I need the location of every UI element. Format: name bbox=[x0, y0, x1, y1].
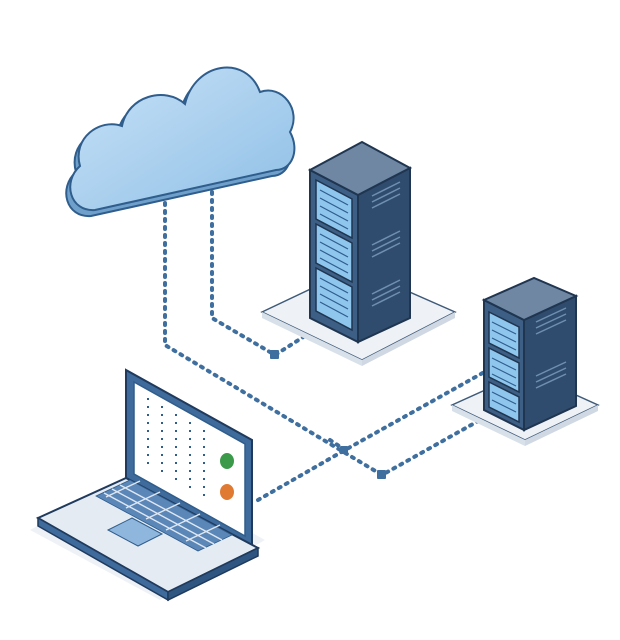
status-dot-green bbox=[220, 453, 234, 469]
laptop-screen bbox=[133, 380, 246, 538]
laptop-icon bbox=[30, 368, 265, 602]
connector-cloud-to-server-large bbox=[210, 158, 332, 358]
connector-nodes bbox=[270, 350, 386, 479]
laptop-keys bbox=[103, 480, 223, 549]
laptop-touchpad bbox=[106, 517, 164, 547]
server-small bbox=[450, 276, 600, 446]
server-small-vents bbox=[535, 307, 567, 389]
connector-node bbox=[340, 446, 348, 454]
cloud-icon bbox=[65, 66, 296, 218]
server-large-drive-bays bbox=[315, 178, 353, 332]
server-large bbox=[260, 140, 457, 366]
server-small-drive-bays bbox=[488, 310, 520, 424]
connector-laptop-to-server-small bbox=[256, 368, 490, 502]
connector-cloud-to-server-small bbox=[163, 193, 482, 478]
connector-node bbox=[377, 470, 386, 479]
laptop-keyboard bbox=[95, 479, 233, 552]
server-small-top bbox=[481, 276, 579, 322]
server-large-top bbox=[307, 140, 413, 197]
server-large-vents bbox=[371, 181, 401, 307]
server-large-side bbox=[357, 166, 411, 344]
connector-node bbox=[270, 350, 279, 359]
status-dot-orange bbox=[220, 484, 234, 500]
